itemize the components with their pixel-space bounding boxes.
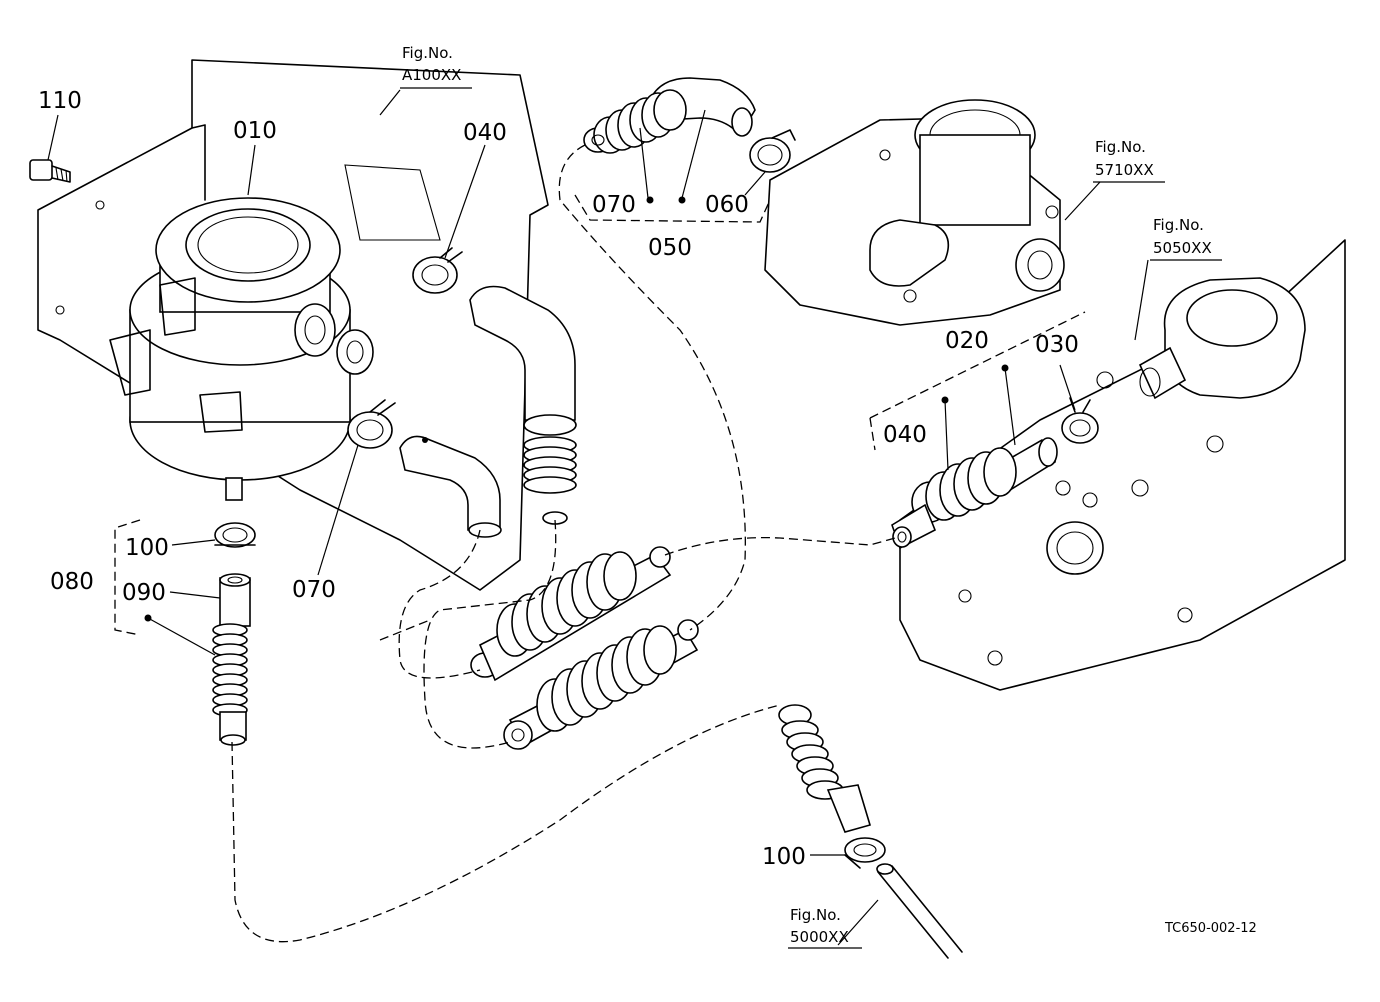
clamp-100-lower-left xyxy=(214,522,256,548)
hose-020-assembly xyxy=(891,437,1058,550)
fig-ref-5000xx-line2: 5000XX xyxy=(790,928,849,946)
group-bracket-050 xyxy=(574,194,771,223)
fig-ref-5710xx: Fig.No. 5710XX xyxy=(1093,138,1165,183)
elbow-hose-middle xyxy=(469,285,577,525)
label-060: 060 xyxy=(705,192,749,218)
clamp-100-lower-right xyxy=(844,837,886,869)
label-050: 050 xyxy=(648,235,692,261)
label-080: 080 xyxy=(50,569,94,595)
clamp-030 xyxy=(1061,397,1099,444)
elbow-hose-070-lower xyxy=(399,435,502,538)
leader-lines xyxy=(47,89,1149,946)
fig-ref-5000xx-line1: Fig.No. xyxy=(790,906,841,924)
label-070-top: 070 xyxy=(592,192,636,218)
hose-center-upper xyxy=(470,546,672,682)
label-020: 020 xyxy=(945,328,989,354)
fig-ref-a100xx-line1: Fig.No. xyxy=(402,44,453,62)
group-bracket-080 xyxy=(114,519,141,636)
hose-050-top xyxy=(583,77,756,154)
label-090: 090 xyxy=(122,580,166,606)
clamp-060 xyxy=(749,129,796,173)
label-030: 030 xyxy=(1035,332,1079,358)
fig-ref-a100xx: Fig.No. A100XX xyxy=(400,44,472,89)
label-110: 110 xyxy=(38,88,82,114)
label-070-lower: 070 xyxy=(292,577,336,603)
bracket-plate xyxy=(37,59,549,591)
bolt-110 xyxy=(29,159,71,183)
pipe-to-5000xx xyxy=(876,863,963,959)
label-100-right: 100 xyxy=(762,844,806,870)
group-bracket-020 xyxy=(869,311,1086,451)
drawing-code: TC650-002-12 xyxy=(1164,921,1257,936)
hose-center-lower xyxy=(503,619,699,750)
fig-ref-5710xx-line1: Fig.No. xyxy=(1095,138,1146,156)
clamp-070-middle xyxy=(347,399,396,449)
fig-ref-5050xx: Fig.No. 5050XX xyxy=(1150,216,1222,261)
label-010: 010 xyxy=(233,118,277,144)
label-040-middle: 040 xyxy=(463,120,507,146)
label-100-left: 100 xyxy=(125,535,169,561)
routing-lines xyxy=(231,144,896,943)
separator-010 xyxy=(109,197,374,501)
throttle-body xyxy=(764,99,1065,326)
hose-090 xyxy=(212,573,251,746)
fig-ref-5050xx-line2: 5050XX xyxy=(1153,239,1212,257)
cylinder-head xyxy=(899,239,1346,691)
label-040-right: 040 xyxy=(883,422,927,448)
fig-ref-5710xx-line2: 5710XX xyxy=(1095,161,1154,179)
clamp-040-middle xyxy=(412,247,463,294)
fig-ref-5050xx-line1: Fig.No. xyxy=(1153,216,1204,234)
fig-ref-a100xx-line2: A100XX xyxy=(402,66,461,84)
fig-ref-5000xx: Fig.No. 5000XX xyxy=(788,906,862,949)
hose-lower-right xyxy=(778,704,872,833)
